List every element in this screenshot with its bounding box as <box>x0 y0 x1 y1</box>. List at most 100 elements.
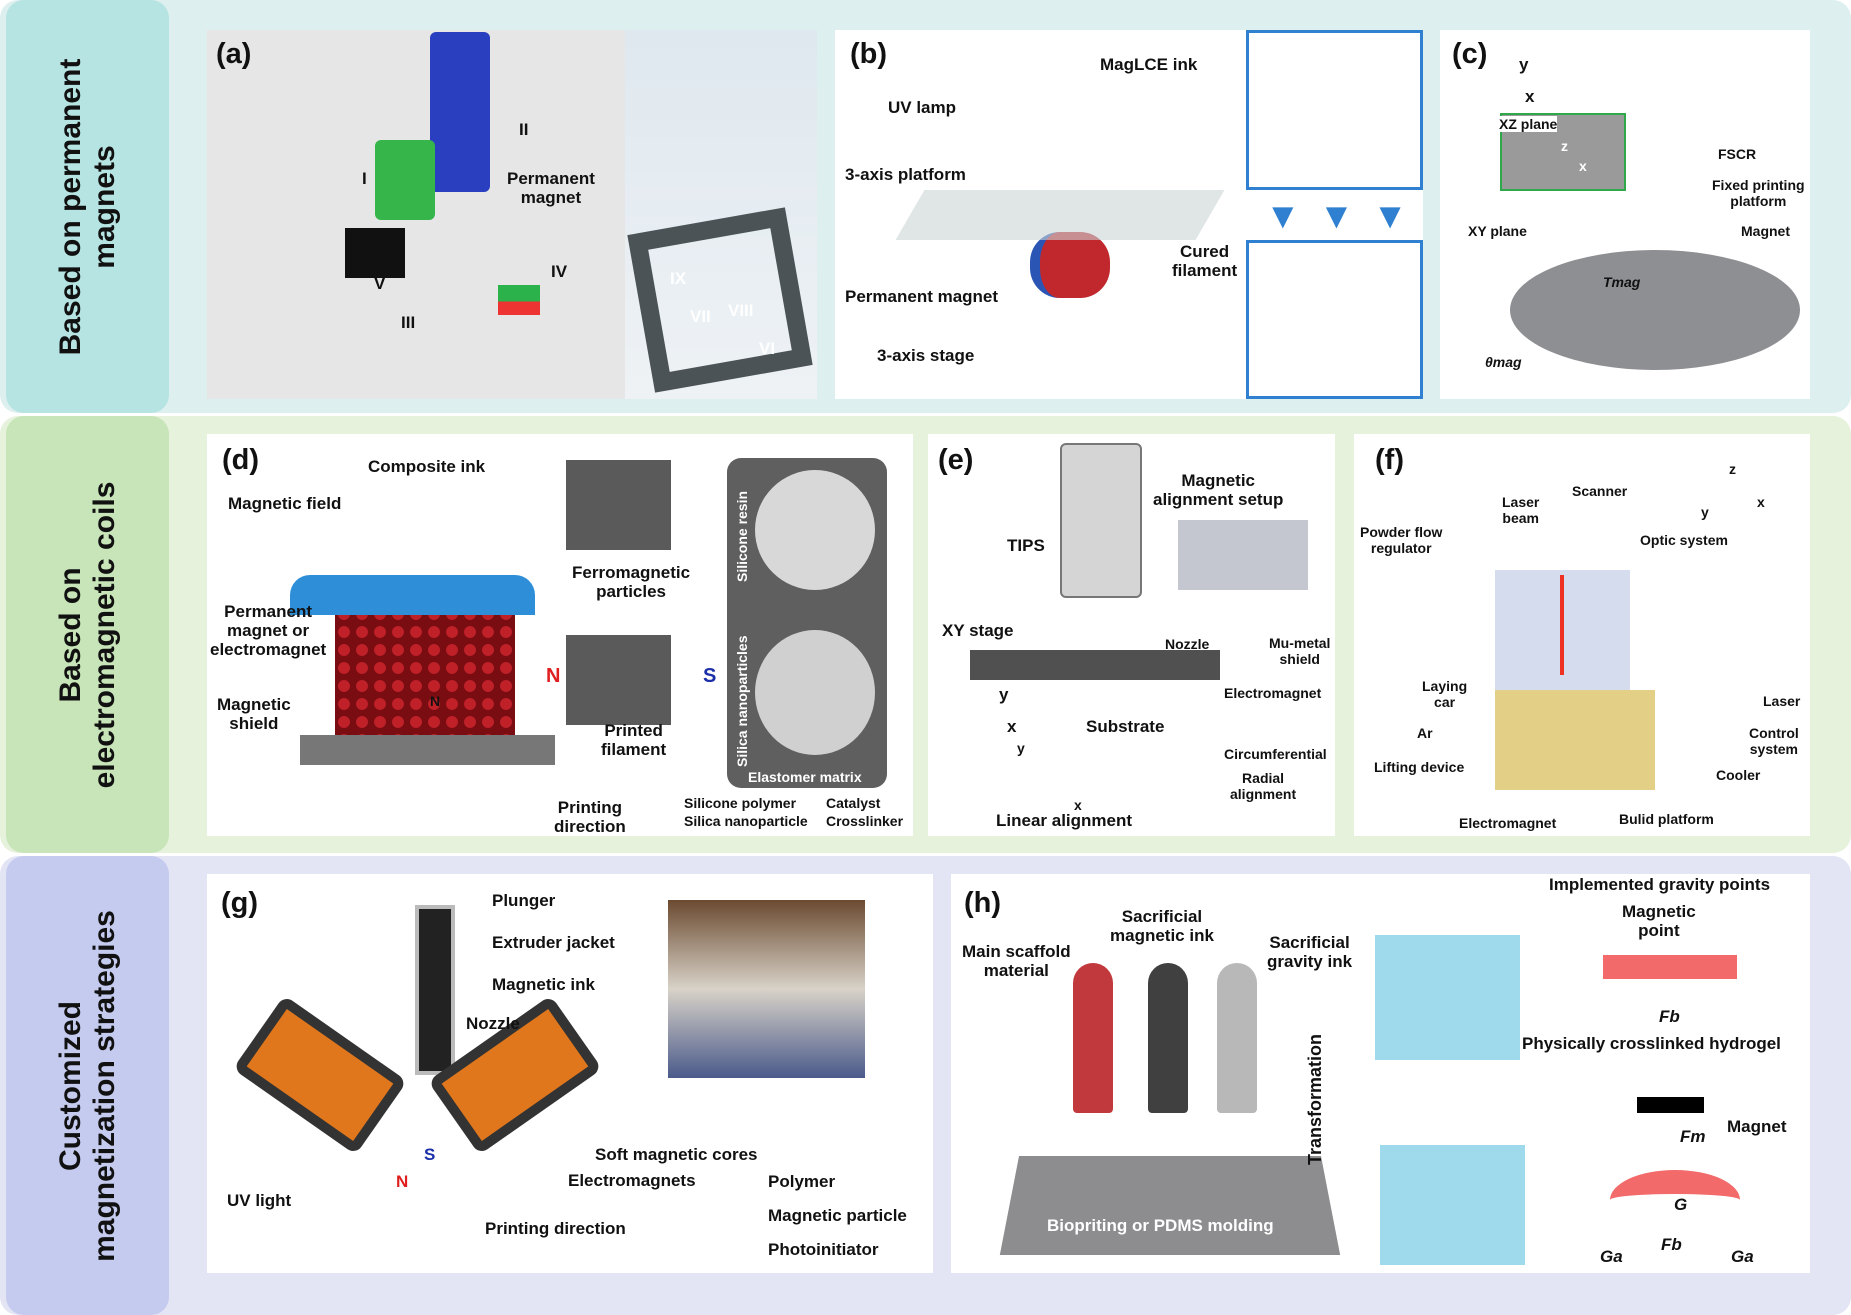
magnet-bar <box>1637 1097 1704 1113</box>
tab-electromagnetic-coils: Based on electromagnetic coils <box>6 416 169 853</box>
label: Magnetic point <box>1622 902 1696 940</box>
label: Cooler <box>1716 767 1761 783</box>
panel-letter: (a) <box>216 38 252 70</box>
panel-a-inset <box>625 30 817 399</box>
permanent-magnet-block <box>498 285 540 315</box>
blue-nozzles <box>430 32 490 192</box>
label: Permanent magnet <box>845 287 999 306</box>
force-label: Fb <box>1661 1235 1682 1254</box>
label: Circumferential <box>1224 746 1327 762</box>
coil-frame <box>627 207 813 393</box>
label: Bulid platform <box>1619 811 1714 827</box>
gray-nozzle <box>1217 963 1257 1113</box>
label: V <box>374 274 386 293</box>
particle-box-top <box>566 460 671 550</box>
particle-box-bottom <box>566 635 671 725</box>
label: Sacrificial magnetic ink <box>1110 907 1214 945</box>
pole-n: N <box>546 665 561 687</box>
tips-tower <box>1060 443 1142 598</box>
label: Permanent magnet or electromagnet <box>210 602 327 659</box>
label: Printed filament <box>601 721 667 759</box>
magnet-setup <box>1178 520 1308 590</box>
printing-photo <box>668 900 865 1078</box>
label: VI <box>759 339 776 358</box>
label: Control system <box>1749 725 1799 757</box>
label: Permanent magnet <box>507 169 595 207</box>
label: θmag <box>1485 354 1522 370</box>
zoom-box-bottom <box>1246 240 1423 399</box>
label: Powder flow regulator <box>1360 524 1443 556</box>
label: XZ plane <box>1499 116 1558 132</box>
axis-label: z <box>1561 138 1568 154</box>
label: Nozzle <box>1165 636 1210 652</box>
magnet-cylinder <box>1030 232 1110 298</box>
legend-item: Polymer <box>768 1172 836 1191</box>
label: Ferromagnetic particles <box>572 563 691 601</box>
label: TIPS <box>1007 536 1045 555</box>
label: Fixed printing platform <box>1712 177 1805 209</box>
axis-label: y <box>1701 504 1709 520</box>
label: Plunger <box>492 891 556 910</box>
label: Laying car <box>1422 678 1468 710</box>
label: Physically crosslinked hydrogel <box>1522 1034 1781 1053</box>
legend-item: Magnetic particle <box>768 1206 907 1225</box>
label: VII <box>690 307 711 326</box>
axis-label: z <box>1729 461 1736 477</box>
tank-bottom <box>1380 1145 1525 1265</box>
label: Magnetic shield <box>217 695 291 733</box>
label: VIII <box>728 301 754 320</box>
label: Implemented gravity points <box>1549 875 1771 894</box>
hydrogel-bar <box>1603 955 1737 979</box>
label: Silicone resin <box>734 490 750 582</box>
label: Magnet <box>1727 1117 1787 1136</box>
force-label: Fb <box>1659 1007 1680 1026</box>
label: Mu-metal shield <box>1269 635 1331 667</box>
magnet-block <box>345 228 405 278</box>
axis-label: y <box>1017 740 1025 756</box>
label: I <box>362 169 367 188</box>
label: 3-axis stage <box>877 346 975 365</box>
pole-s: S <box>703 665 717 687</box>
label: Electromagnet <box>1459 815 1557 831</box>
pole-n: N <box>396 1172 409 1191</box>
force-label: Ga <box>1600 1247 1623 1266</box>
label: Silica nanoparticles <box>734 635 750 768</box>
axis-label: y <box>999 685 1009 704</box>
tank-top <box>1375 935 1520 1060</box>
black-nozzle <box>1148 963 1188 1113</box>
down-arrows: ▼▼▼ <box>1265 195 1426 236</box>
label: Main scaffold material <box>962 942 1071 980</box>
row-label: Customized magnetization strategies <box>53 909 121 1262</box>
axis-label: y <box>1519 55 1529 74</box>
force-label: Fm <box>1680 1127 1706 1146</box>
row-label: Based on permanent magnets <box>53 58 121 355</box>
label: Electromagnet <box>1224 685 1322 701</box>
laser-line <box>1560 575 1564 675</box>
tab-permanent-magnets: Based on permanent magnets <box>6 0 169 413</box>
panel-letter: (b) <box>850 38 888 70</box>
tab-customized-strategies: Customized magnetization strategies <box>6 856 169 1315</box>
panel-letter: (f) <box>1375 444 1404 476</box>
label: XY plane <box>1468 223 1527 239</box>
molding-slab <box>999 1155 1341 1255</box>
build-frame <box>1495 690 1655 790</box>
label: Linear alignment <box>996 811 1133 830</box>
label: Cured filament <box>1172 242 1238 280</box>
label: UV light <box>227 1191 292 1210</box>
label: Radial alignment <box>1230 770 1297 802</box>
label: II <box>519 120 529 139</box>
axis-label: x <box>1074 797 1082 813</box>
force-label: Ga <box>1731 1247 1754 1266</box>
shield-bottom <box>300 735 555 765</box>
label: Biopriting or PDMS molding <box>1047 1216 1274 1235</box>
extruder <box>415 905 455 1075</box>
panel-letter: (g) <box>221 887 259 919</box>
legend-item: Catalyst <box>826 795 881 811</box>
label: Sacrificial gravity ink <box>1267 933 1353 971</box>
coil-stack <box>335 605 515 745</box>
label: Printing direction <box>554 798 626 836</box>
row-label: Based on electromagnetic coils <box>53 481 121 788</box>
label: Transformation <box>1305 1033 1325 1165</box>
label: III <box>401 313 416 332</box>
label: Nozzle <box>466 1014 520 1033</box>
